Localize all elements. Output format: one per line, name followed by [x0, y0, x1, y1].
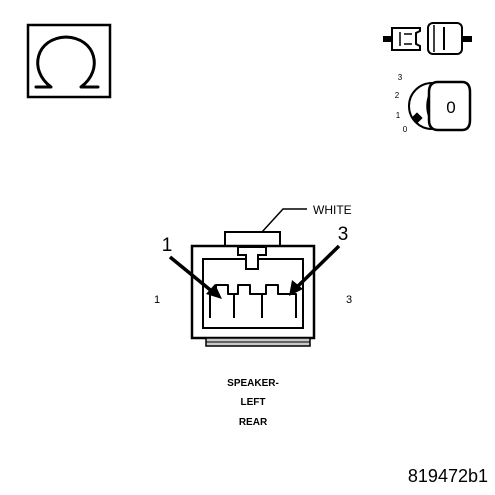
wire-color-label: WHITE — [313, 203, 352, 217]
pin-3-label-large: 3 — [338, 224, 349, 245]
ignition-key-icon: 0 3 2 1 0 — [395, 73, 472, 134]
ohm-symbol-icon — [26, 23, 112, 99]
pin-1-callout: 1 — [162, 235, 222, 299]
ignition-position-3: 3 — [398, 73, 403, 82]
pin-1-label-large: 1 — [162, 235, 173, 256]
connector-name: SPEAKER- LEFT REAR — [227, 378, 279, 428]
figure-id: 819472b1 — [408, 466, 488, 486]
ignition-position-0: 0 — [403, 125, 408, 134]
ignition-position-2: 2 — [395, 91, 400, 100]
key-position-label: 0 — [446, 98, 455, 117]
connector-name-line-2: LEFT — [241, 397, 266, 408]
pin-3-callout: 3 — [289, 224, 348, 296]
pin-1-label-small: 1 — [154, 294, 160, 306]
connector-disconnected-icon — [383, 22, 472, 55]
pin-3-label-small: 3 — [346, 294, 352, 306]
connector-name-line-3: REAR — [239, 417, 268, 428]
connector-name-line-1: SPEAKER- — [227, 378, 279, 389]
ignition-position-1: 1 — [396, 111, 401, 120]
wire-color-callout: WHITE — [261, 203, 352, 233]
connector-face — [190, 231, 316, 347]
